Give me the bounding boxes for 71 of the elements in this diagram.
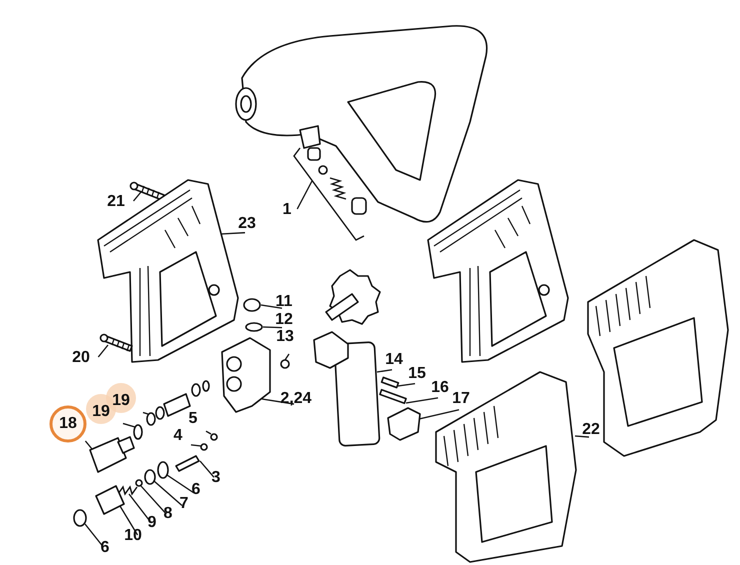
callout-number: 18: [58, 416, 78, 432]
leader-line: [284, 354, 290, 360]
pin-drawing: [379, 388, 407, 404]
leader-line: [206, 430, 212, 435]
callout-number: 17: [451, 391, 471, 407]
o-ring-drawing: [73, 509, 87, 527]
callout-number: 16: [430, 380, 450, 396]
leader-line: [84, 524, 104, 548]
leader-line: [133, 192, 142, 202]
handle-half-drawing: [97, 179, 239, 363]
callout-number: 10: [123, 528, 143, 544]
nozzle-fitting-drawing: [89, 436, 135, 473]
cap-drawing: [243, 298, 261, 312]
leader-line: [398, 383, 416, 387]
ball-drawing: [200, 443, 208, 451]
callout-number: 12: [274, 312, 294, 328]
ring-drawing: [210, 433, 218, 441]
clip-block-drawing: [387, 407, 421, 441]
leader-line: [220, 232, 246, 235]
o-ring-drawing: [157, 461, 169, 479]
leader-line: [260, 304, 282, 309]
callout-number: 11: [274, 294, 294, 310]
callout-number: 6: [190, 482, 202, 498]
nut-drawing: [280, 359, 290, 369]
leader-line: [406, 397, 438, 404]
leader-line: [296, 180, 313, 210]
callout-number: 21: [106, 194, 126, 210]
spring-drawing: [117, 485, 138, 496]
ball-drawing: [135, 479, 143, 487]
leader-line: [122, 422, 136, 428]
callout-number: 19: [91, 404, 111, 420]
leader-line: [166, 474, 194, 494]
leader-line: [140, 486, 166, 514]
leader-line: [262, 326, 282, 328]
fitting-drawing: [95, 485, 125, 515]
washer-drawing: [245, 322, 263, 332]
leader-line: [154, 480, 182, 506]
callout-number: 20: [71, 350, 91, 366]
leader-line: [574, 435, 590, 438]
screw-drawing: [100, 334, 133, 352]
washer-drawing: [144, 469, 156, 485]
leader-line: [142, 412, 148, 415]
pin-drawing: [380, 376, 400, 388]
callout-number: 8: [162, 506, 174, 522]
leader-line: [84, 440, 92, 450]
callout-number: 4: [172, 428, 184, 444]
leader-line: [418, 409, 460, 420]
callout-number: 15: [407, 366, 427, 382]
leader-line: [200, 460, 214, 478]
callout-number: 13: [275, 329, 295, 345]
leader-line: [190, 444, 202, 447]
leader-line: [119, 506, 138, 536]
valve-block-drawing: [221, 337, 271, 413]
callout-number: 23: [237, 216, 257, 232]
leader-line: [262, 398, 294, 405]
pin-drawing: [175, 455, 200, 472]
valve-parts-drawing: [293, 147, 367, 241]
callout-number: 19: [111, 393, 131, 409]
callout-number: 1: [282, 202, 292, 218]
callout-number: 14: [384, 352, 404, 368]
callout-number: 2,24: [279, 391, 313, 407]
leader-line: [98, 344, 108, 358]
bracket-drawing: [313, 331, 380, 447]
callout-number: 3: [210, 470, 222, 486]
callout-number: 7: [178, 496, 190, 512]
o-ring-drawing: [146, 412, 156, 426]
callout-number: 5: [188, 411, 198, 427]
callout-number: 6: [100, 540, 110, 556]
leader-line: [376, 369, 392, 373]
o-ring-drawing: [133, 424, 143, 440]
callout-number: 22: [581, 422, 601, 438]
